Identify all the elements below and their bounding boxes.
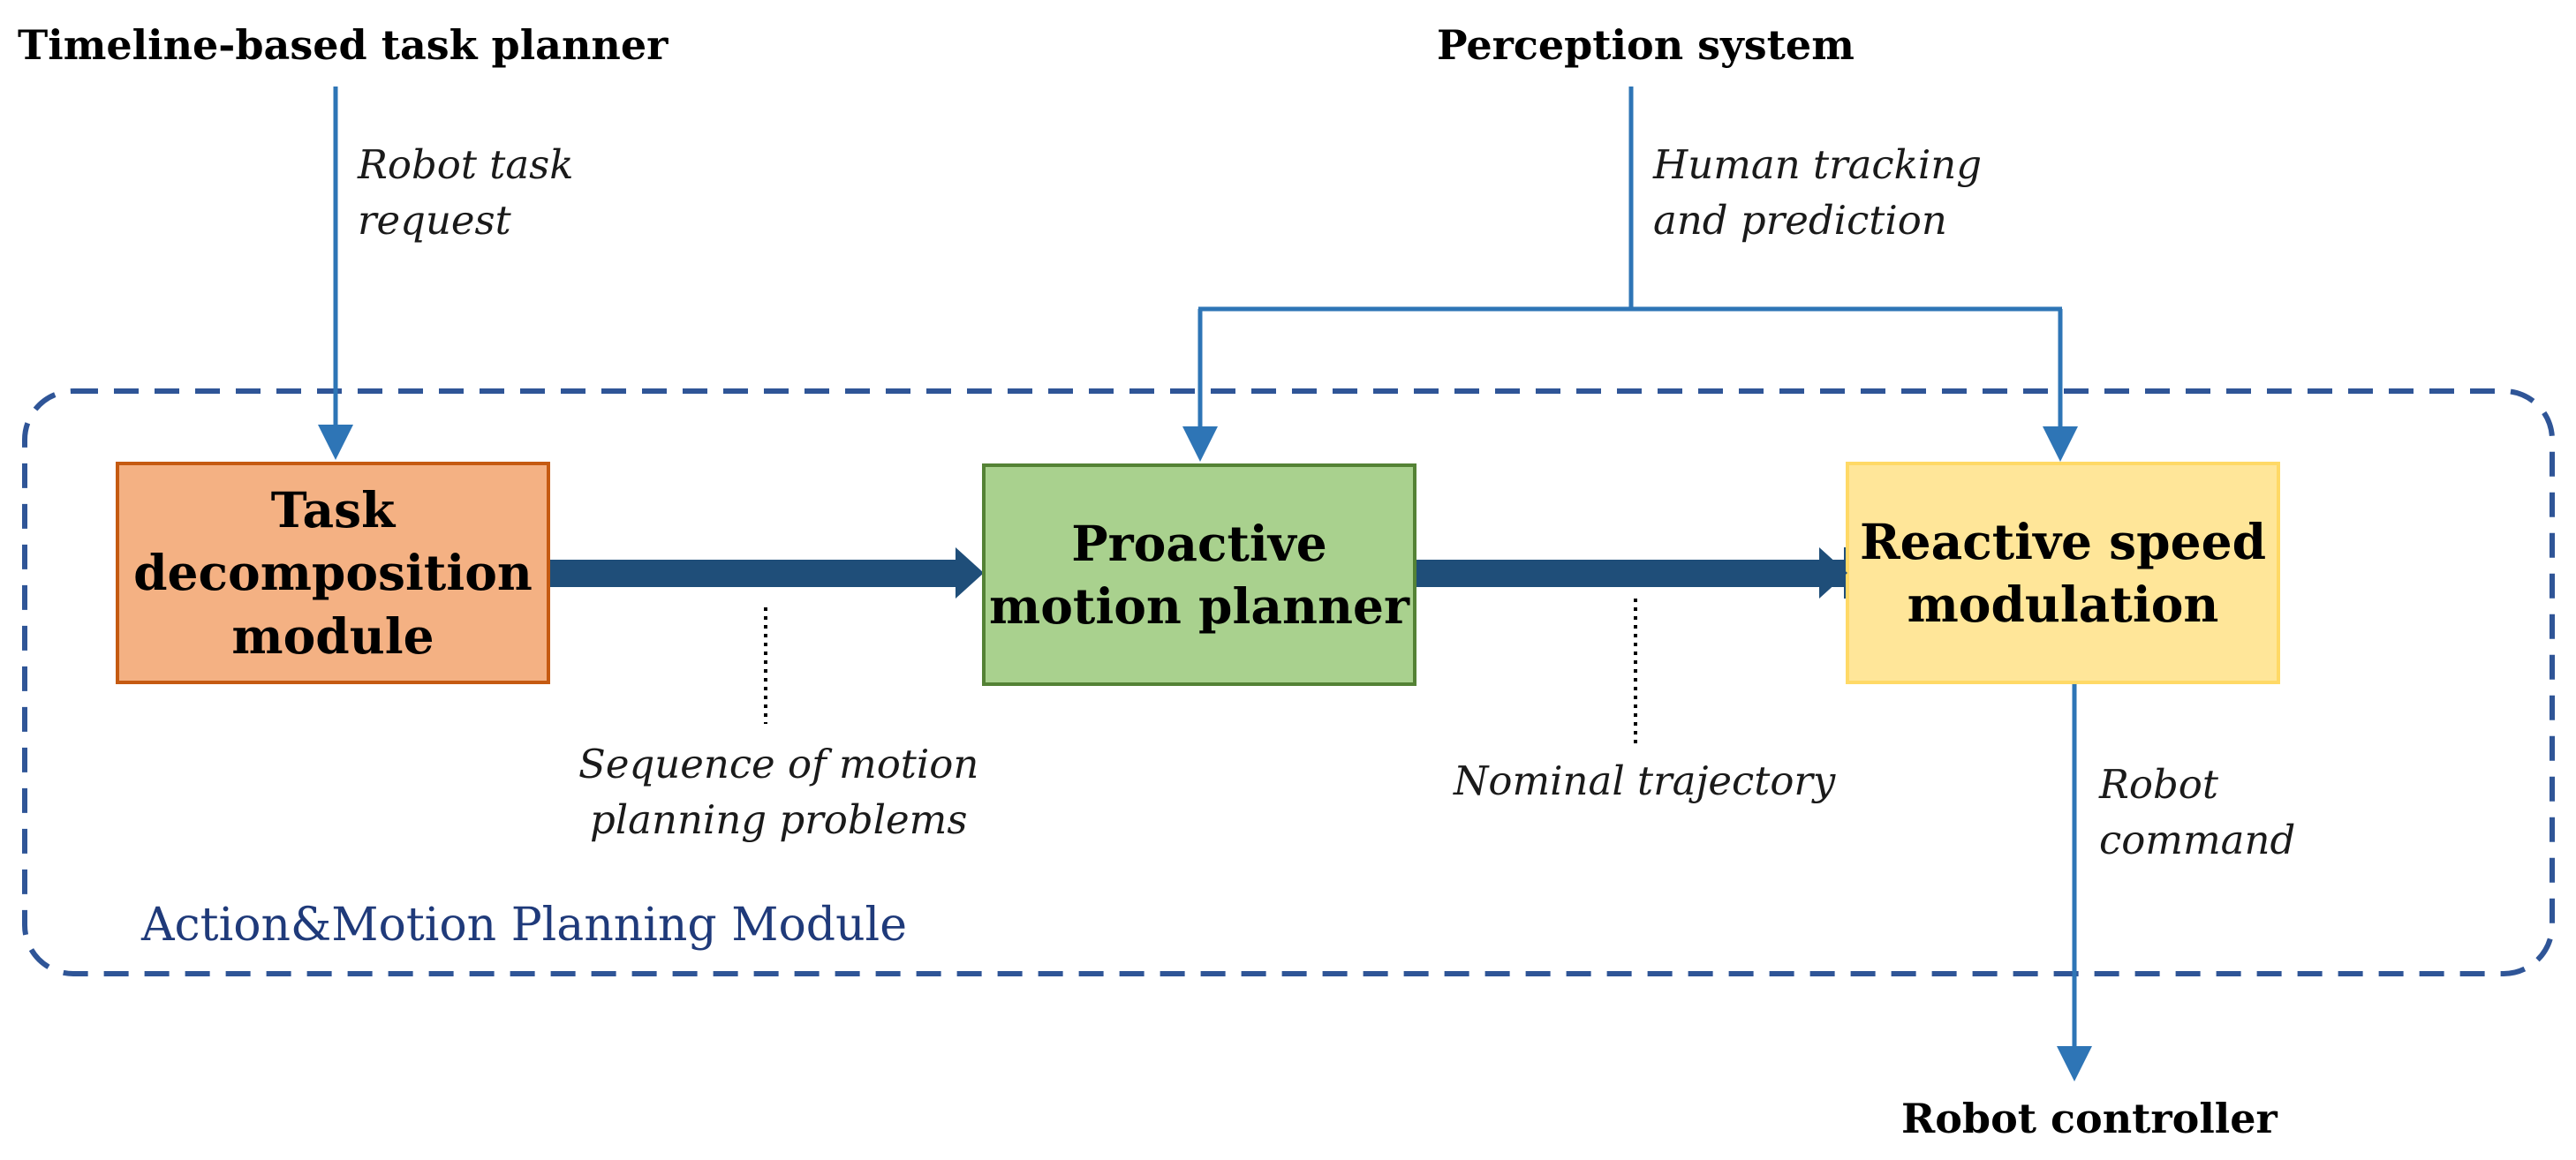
- sequence-problems-label: Sequence of motion planning problems: [578, 736, 978, 847]
- task-decomposition-line-2: decomposition: [133, 544, 533, 602]
- task-decomposition-line-1: Task: [270, 480, 396, 539]
- robot-command-line-2: command: [2099, 817, 2296, 863]
- thick-arrow-1-shaft: [549, 560, 957, 587]
- sequence-problems-line-2: planning problems: [589, 796, 968, 843]
- proactive-line-2: motion planner: [989, 577, 1409, 635]
- thick-arrow-2-shaft: [1415, 560, 1847, 587]
- module-boundary: [22, 388, 2555, 976]
- human-tracking-line-2: and prediction: [1653, 197, 1947, 244]
- task-planner-label: Timeline-based task planner: [18, 21, 669, 69]
- sequence-problems-line-1: Sequence of motion: [578, 741, 979, 787]
- robot-task-request-line-2: request: [358, 197, 511, 244]
- module-label: Action&Motion Planning Module: [141, 899, 907, 952]
- reactive-line-1: Reactive speed: [1859, 512, 2267, 570]
- robot-task-request-line-1: Robot task: [358, 141, 574, 188]
- proactive-motion-planner-box: Proactive motion planner: [982, 463, 1416, 686]
- robot-task-request-label: Robot task request: [358, 137, 574, 248]
- proactive-line-1: Proactive: [1071, 514, 1327, 572]
- thick-arrow-1-head: [956, 547, 984, 599]
- task-decomposition-box: Task decomposition module: [116, 462, 550, 684]
- nominal-trajectory-label: Nominal trajectory: [1454, 757, 1836, 804]
- perception-system-label: Perception system: [1437, 21, 1855, 69]
- task-decomposition-line-3: module: [231, 606, 434, 665]
- robot-controller-label: Robot controller: [1901, 1095, 2278, 1142]
- robot-command-label: Robot command: [2099, 757, 2295, 868]
- reactive-line-2: modulation: [1907, 576, 2219, 633]
- reactive-speed-modulation-box: Reactive speed modulation: [1846, 462, 2280, 684]
- human-tracking-label: Human tracking and prediction: [1653, 137, 1982, 248]
- robot-command-line-1: Robot: [2099, 761, 2218, 808]
- human-tracking-line-1: Human tracking: [1653, 141, 1983, 188]
